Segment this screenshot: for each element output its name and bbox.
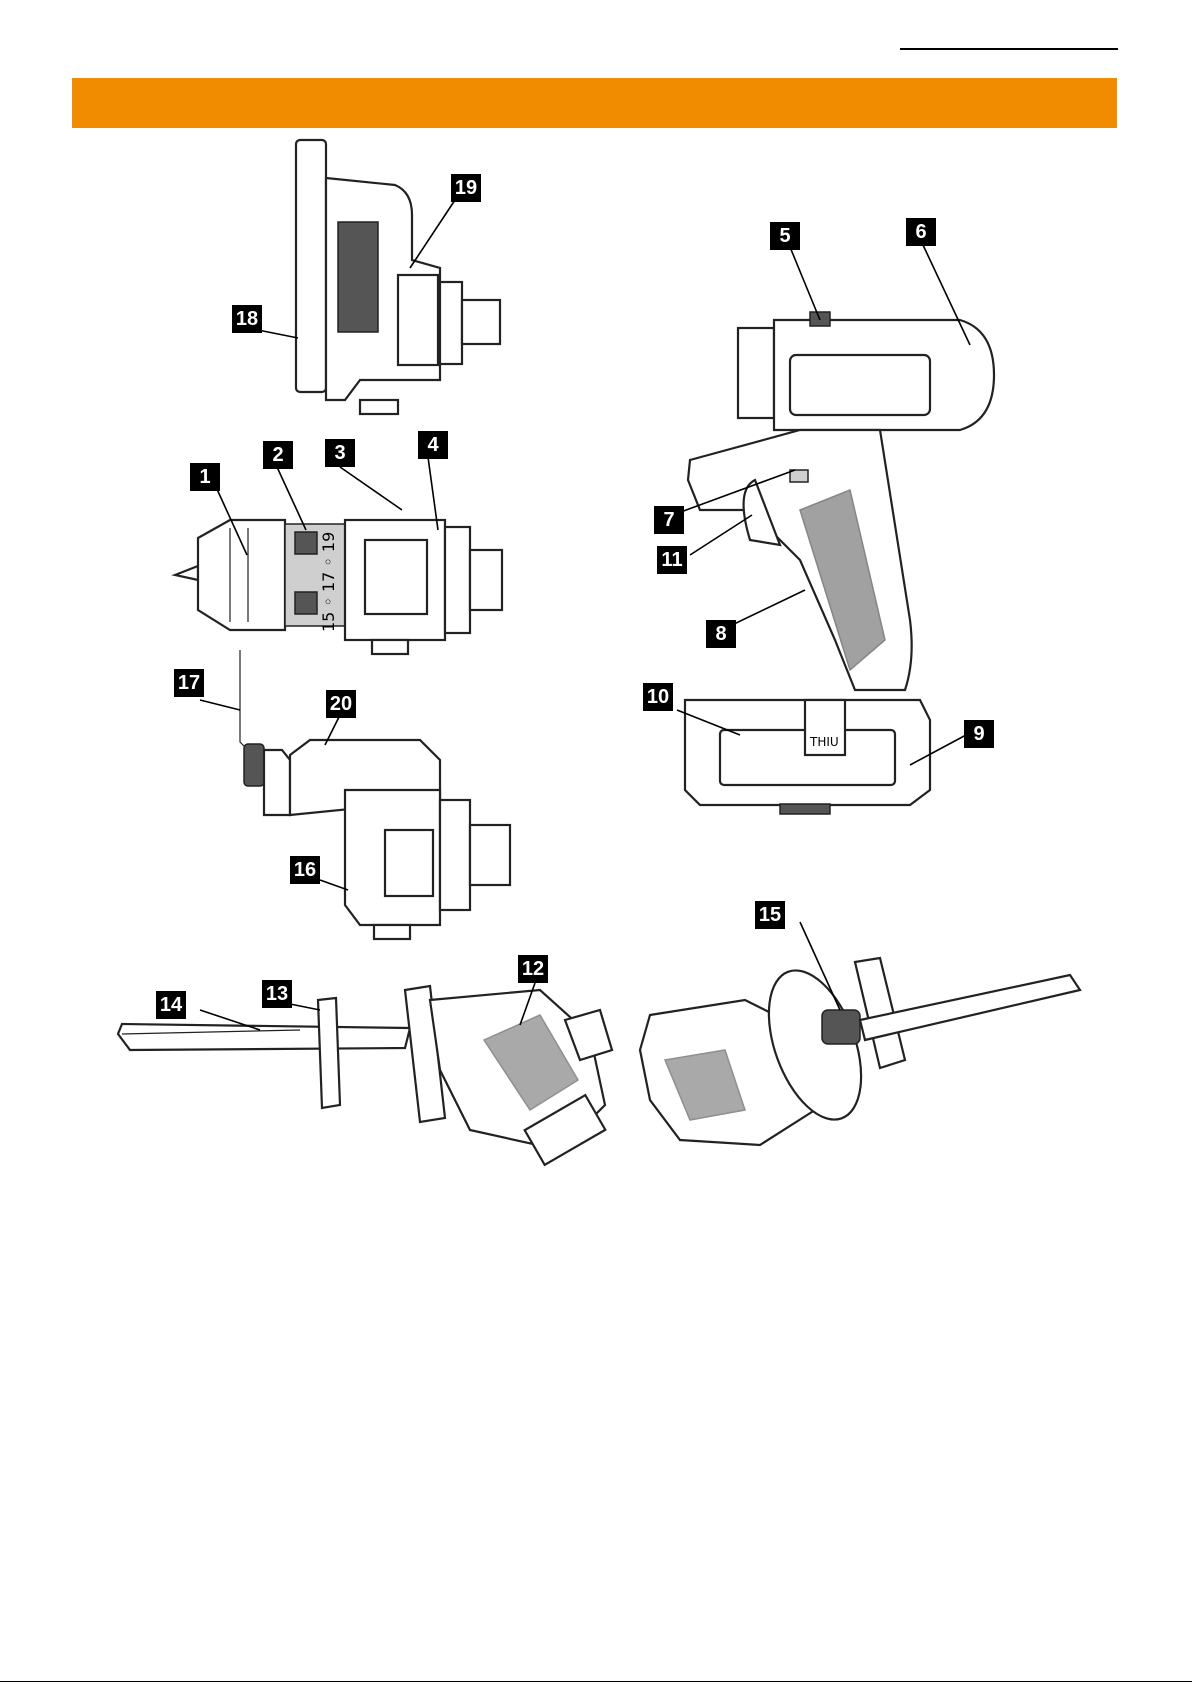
callout-4: 4 (418, 431, 448, 459)
drill-chuck-attachment: 15 ◦ 17 ◦ 19 (175, 520, 502, 654)
callout-13: 13 (262, 980, 292, 1008)
reciprocating-saw-side (118, 986, 612, 1165)
callout-18: 18 (232, 305, 262, 333)
callout-20: 20 (326, 690, 356, 718)
callout-8: 8 (706, 620, 736, 648)
callout-12: 12 (518, 955, 548, 983)
reciprocating-saw-angled (640, 958, 1080, 1145)
callout-5: 5 (770, 222, 800, 250)
callout-6: 6 (906, 218, 936, 246)
oscillating-attachment (240, 650, 510, 939)
callout-3: 3 (325, 439, 355, 467)
drill-body: THIU (685, 312, 994, 814)
callout-17: 17 (174, 669, 204, 697)
callout-15: 15 (755, 901, 785, 929)
callout-11: 11 (657, 546, 687, 574)
callout-9: 9 (964, 720, 994, 748)
callout-14: 14 (156, 991, 186, 1019)
callout-10: 10 (643, 683, 673, 711)
callout-1: 1 (190, 463, 220, 491)
battery-badge-text: THIU (809, 735, 839, 749)
callout-2: 2 (263, 441, 293, 469)
callout-19: 19 (451, 174, 481, 202)
footer-rule (0, 1681, 1192, 1682)
clutch-scale-text: 15 ◦ 17 ◦ 19 (319, 532, 338, 632)
callout-16: 16 (290, 856, 320, 884)
callout-7: 7 (654, 506, 684, 534)
